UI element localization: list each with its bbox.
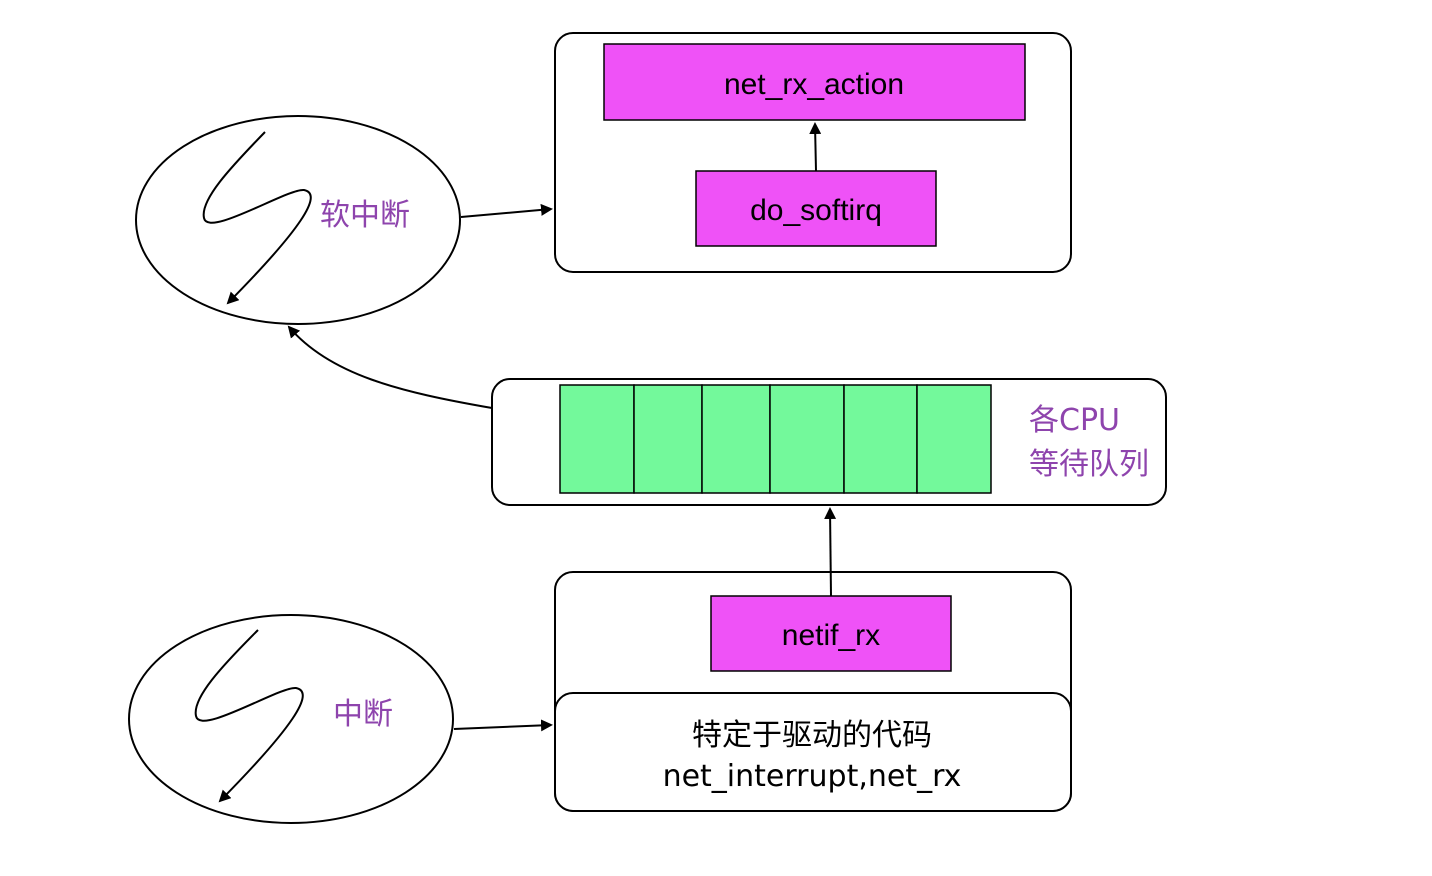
interrupt-label: 中断	[333, 697, 393, 732]
do-softirq-to-net-rx-action-arrow	[809, 122, 822, 172]
softirq-ellipse-node: 软中断	[135, 115, 461, 325]
interrupt-to-driver-arrow	[453, 719, 553, 732]
queue-to-softirq-arrow	[287, 325, 493, 409]
do-softirq-label: do_softirq	[750, 194, 882, 227]
do-softirq-box	[695, 170, 937, 247]
cpu-queue-label-line2: 等待队列	[1029, 447, 1149, 482]
lightning-squiggle-icon	[202, 131, 312, 305]
cpu-queue-container: 各CPU 等待队列	[491, 378, 1167, 506]
softirq-to-container-arrow	[460, 203, 553, 218]
interrupt-container: netif_rx 特定于驱动的代码 net_interrupt,net_rx	[554, 571, 1072, 812]
softirq-label: 软中断	[320, 198, 410, 233]
softirq-ellipse	[135, 115, 461, 325]
netif-rx-box	[710, 595, 952, 672]
netif-rx-to-queue-arrow	[824, 507, 837, 597]
driver-code-functions: net_interrupt,net_rx	[663, 759, 962, 794]
driver-code-title: 特定于驱动的代码	[692, 718, 932, 753]
queue-slot	[701, 384, 771, 494]
queue-slot	[843, 384, 918, 494]
softirq-container: net_rx_action do_softirq	[554, 32, 1072, 273]
cpu-queue-label-line1: 各CPU	[1029, 403, 1120, 438]
queue-slot	[769, 384, 845, 494]
netif-rx-label: netif_rx	[782, 619, 880, 652]
interrupt-ellipse-node: 中断	[128, 614, 454, 824]
net-rx-action-label: net_rx_action	[724, 68, 904, 101]
driver-code-box	[554, 692, 1072, 812]
queue-slot	[633, 384, 703, 494]
queue-slot	[559, 384, 635, 494]
interrupt-ellipse	[128, 614, 454, 824]
queue-slots	[559, 384, 992, 494]
lightning-squiggle-icon	[194, 629, 304, 803]
queue-slot	[916, 384, 992, 494]
net-rx-action-box	[603, 43, 1026, 121]
